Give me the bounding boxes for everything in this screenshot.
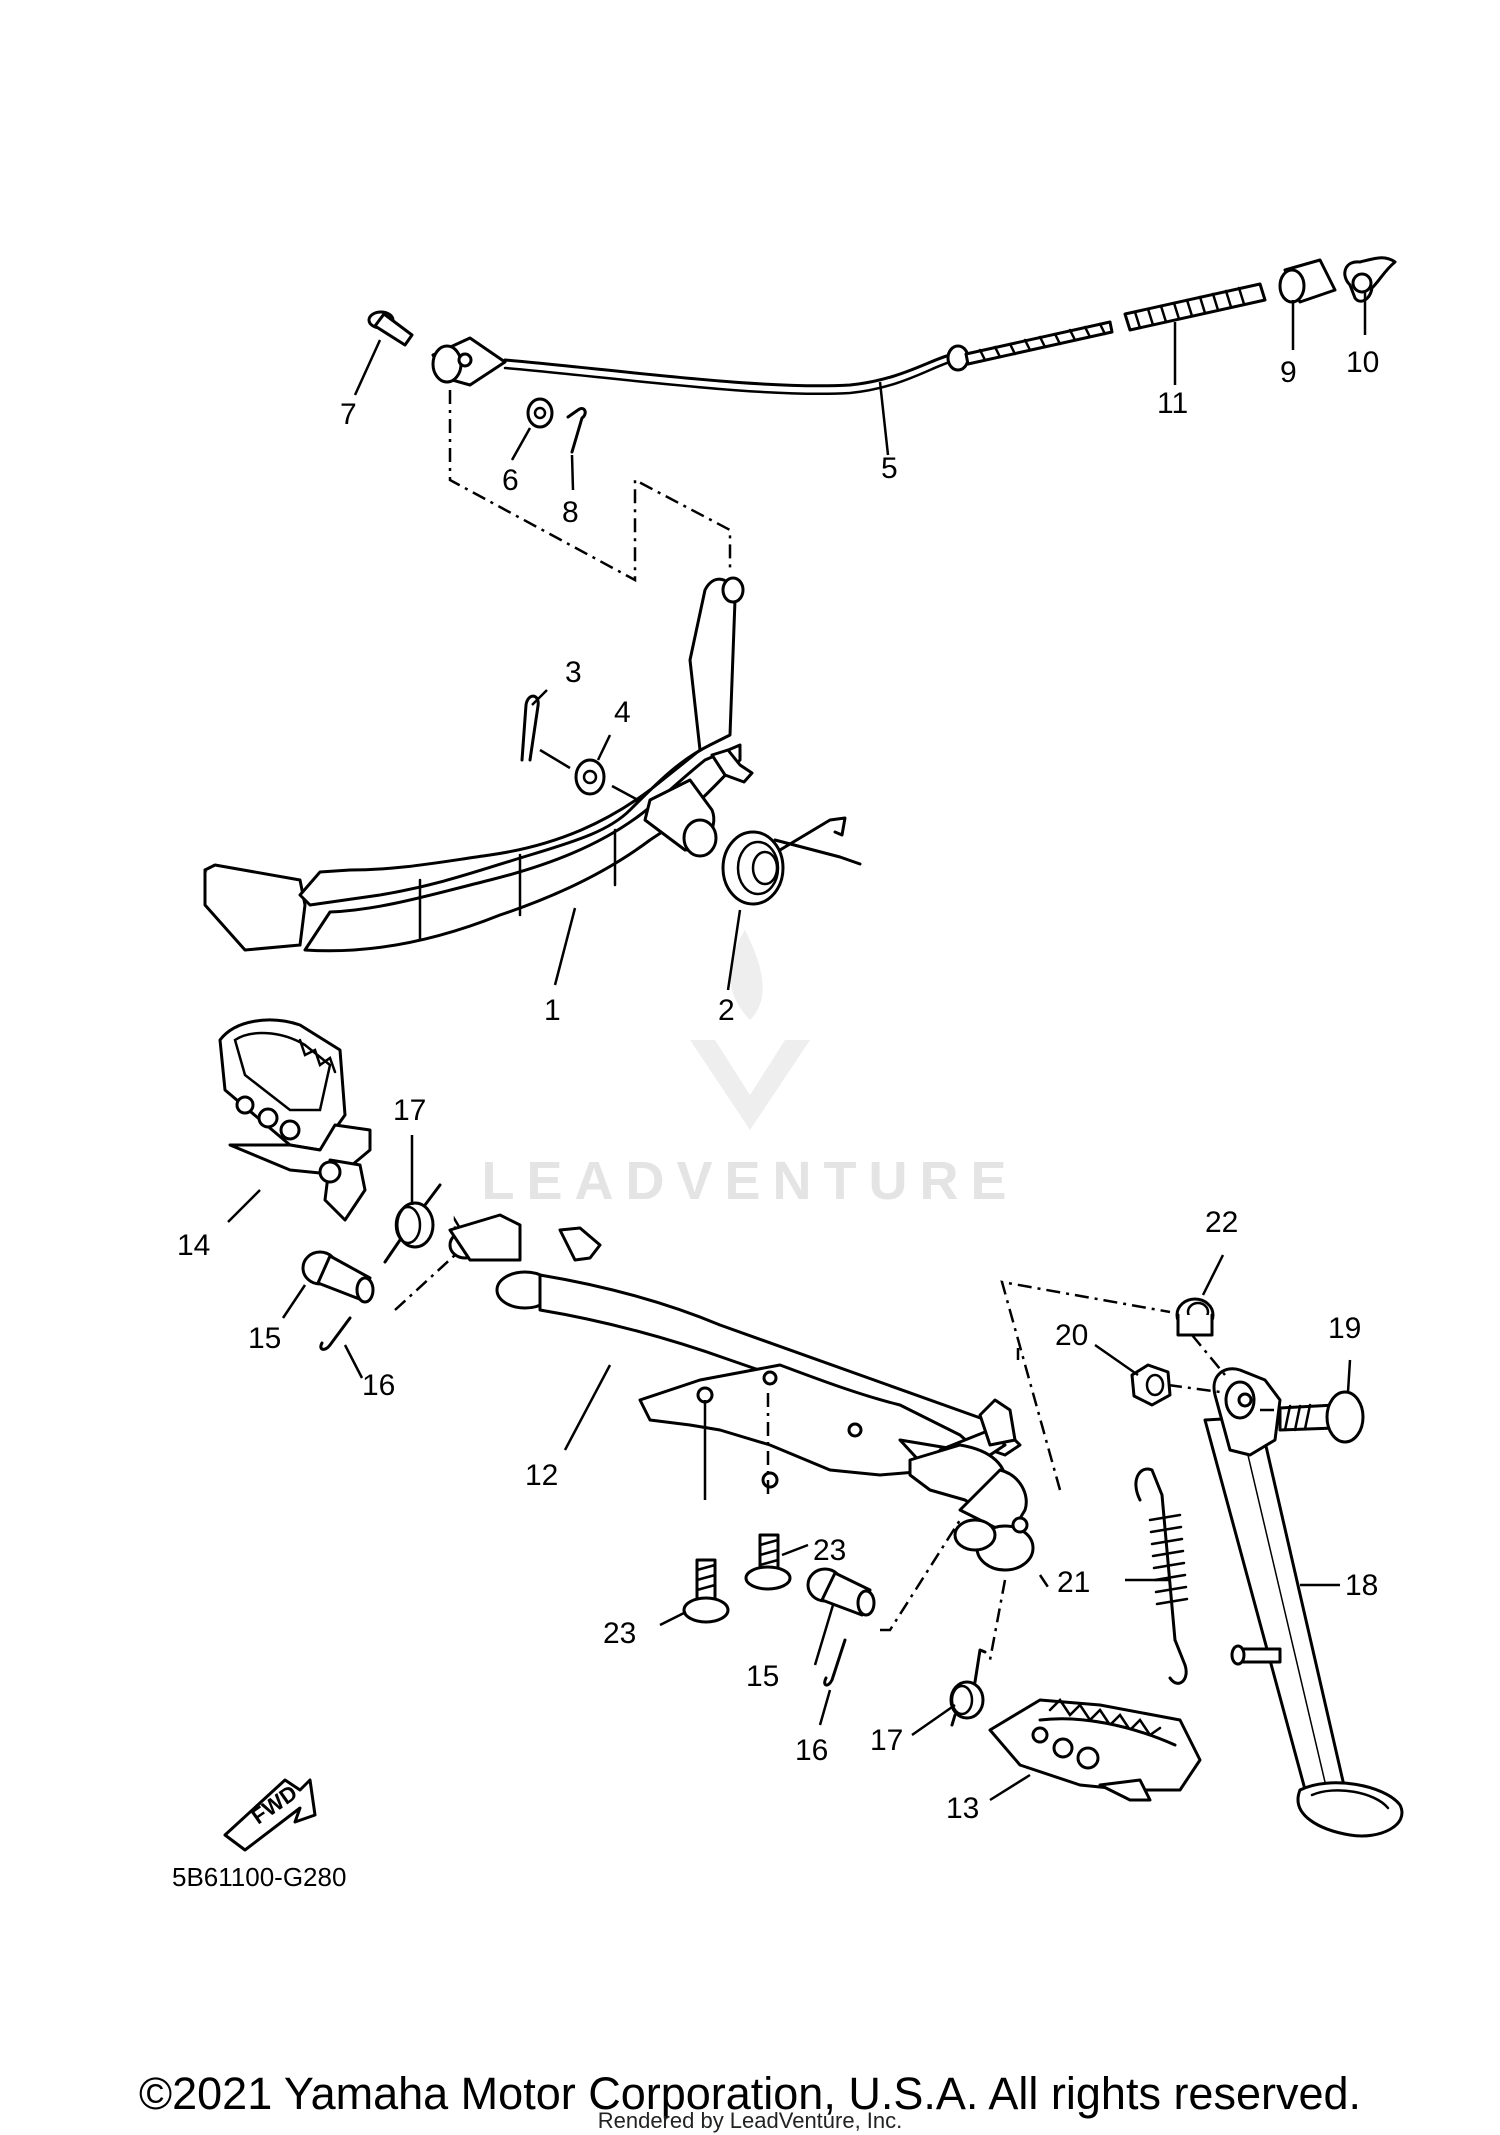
rendered-by-credit: Rendered by LeadVenture, Inc. [597, 2108, 903, 2133]
leadventure-logo-watermark [690, 930, 810, 1130]
callout-7: 7 [340, 398, 357, 431]
part-15-pin-right[interactable] [806, 1567, 876, 1617]
copyright-notice: ©2021 Yamaha Motor Corporation, U.S.A. A… [138, 2068, 1362, 2119]
callout-10: 10 [1346, 346, 1379, 379]
leader-lines [227, 292, 1367, 1802]
callout-3: 3 [565, 656, 582, 689]
assembly-line [448, 390, 732, 583]
diagram-code: 5B61100-G280 [172, 1862, 347, 1892]
part-8-cotter-pin[interactable] [566, 407, 587, 454]
callout-16-right: 16 [795, 1734, 828, 1767]
callout-22: 22 [1205, 1206, 1238, 1239]
callout-11: 11 [1157, 387, 1188, 420]
callout-17: 17 [393, 1094, 426, 1127]
callout-16: 16 [362, 1369, 395, 1402]
part-17-spring-right[interactable] [949, 1648, 987, 1727]
part-19-bolt[interactable] [1278, 1390, 1365, 1444]
callout-17-right: 17 [870, 1724, 903, 1757]
rod-yoke[interactable] [431, 336, 507, 387]
part-11-spring[interactable] [1123, 282, 1267, 332]
part-3-cotter-pin[interactable] [520, 694, 540, 762]
leadventure-watermark: LEADVENTURE [481, 1151, 1019, 1211]
callout-14: 14 [177, 1229, 210, 1262]
callout-15: 15 [248, 1322, 281, 1355]
part-7-clevis-pin[interactable] [367, 310, 414, 347]
part-17-spring-left[interactable] [383, 1183, 442, 1264]
part-9-joint[interactable] [1278, 258, 1337, 304]
part-14-footrest-left[interactable] [218, 1018, 372, 1222]
callout-19: 19 [1328, 1312, 1361, 1345]
part-23-bolt-right[interactable] [744, 1533, 792, 1591]
callout-18: 18 [1345, 1569, 1378, 1602]
part-23-bolt-left[interactable] [682, 1558, 730, 1624]
part-1-brake-pedal[interactable] [203, 576, 754, 953]
part-4-washer[interactable] [574, 758, 606, 796]
part-6-washer[interactable] [526, 397, 554, 429]
callout-6: 6 [502, 464, 519, 497]
callout-21: 21 [1057, 1566, 1090, 1599]
callout-2: 2 [718, 994, 735, 1027]
callout-5: 5 [881, 452, 898, 485]
part-20-nut[interactable] [1130, 1363, 1172, 1407]
callout-13: 13 [946, 1792, 979, 1825]
part-21-extension-spring[interactable] [1134, 1467, 1189, 1685]
fwd-direction-arrow: FWD [223, 1778, 317, 1852]
callout-8: 8 [562, 496, 579, 529]
callout-23: 23 [813, 1534, 846, 1567]
callout-20: 20 [1055, 1319, 1088, 1352]
part-15-pin-left[interactable] [301, 1250, 375, 1304]
callout-4: 4 [614, 696, 631, 729]
callout-12: 12 [525, 1459, 558, 1492]
callout-9: 9 [1280, 356, 1297, 389]
part-13-footrest-right[interactable] [988, 1698, 1202, 1802]
part-2-torsion-spring[interactable] [721, 816, 862, 906]
part-18-sidestand[interactable] [1203, 1367, 1404, 1838]
part-16-cotter-right[interactable] [823, 1638, 847, 1687]
part-16-cotter-left[interactable] [319, 1316, 352, 1351]
callout-23-left: 23 [603, 1617, 636, 1650]
callout-1: 1 [544, 994, 561, 1027]
part-5-brake-rod[interactable] [503, 320, 1114, 396]
callout-15-right: 15 [746, 1660, 779, 1693]
part-12-footrest-bracket[interactable] [448, 1213, 1035, 1572]
part-10-wing-nut[interactable] [1343, 256, 1397, 303]
part-22-bushing[interactable] [1175, 1297, 1215, 1337]
